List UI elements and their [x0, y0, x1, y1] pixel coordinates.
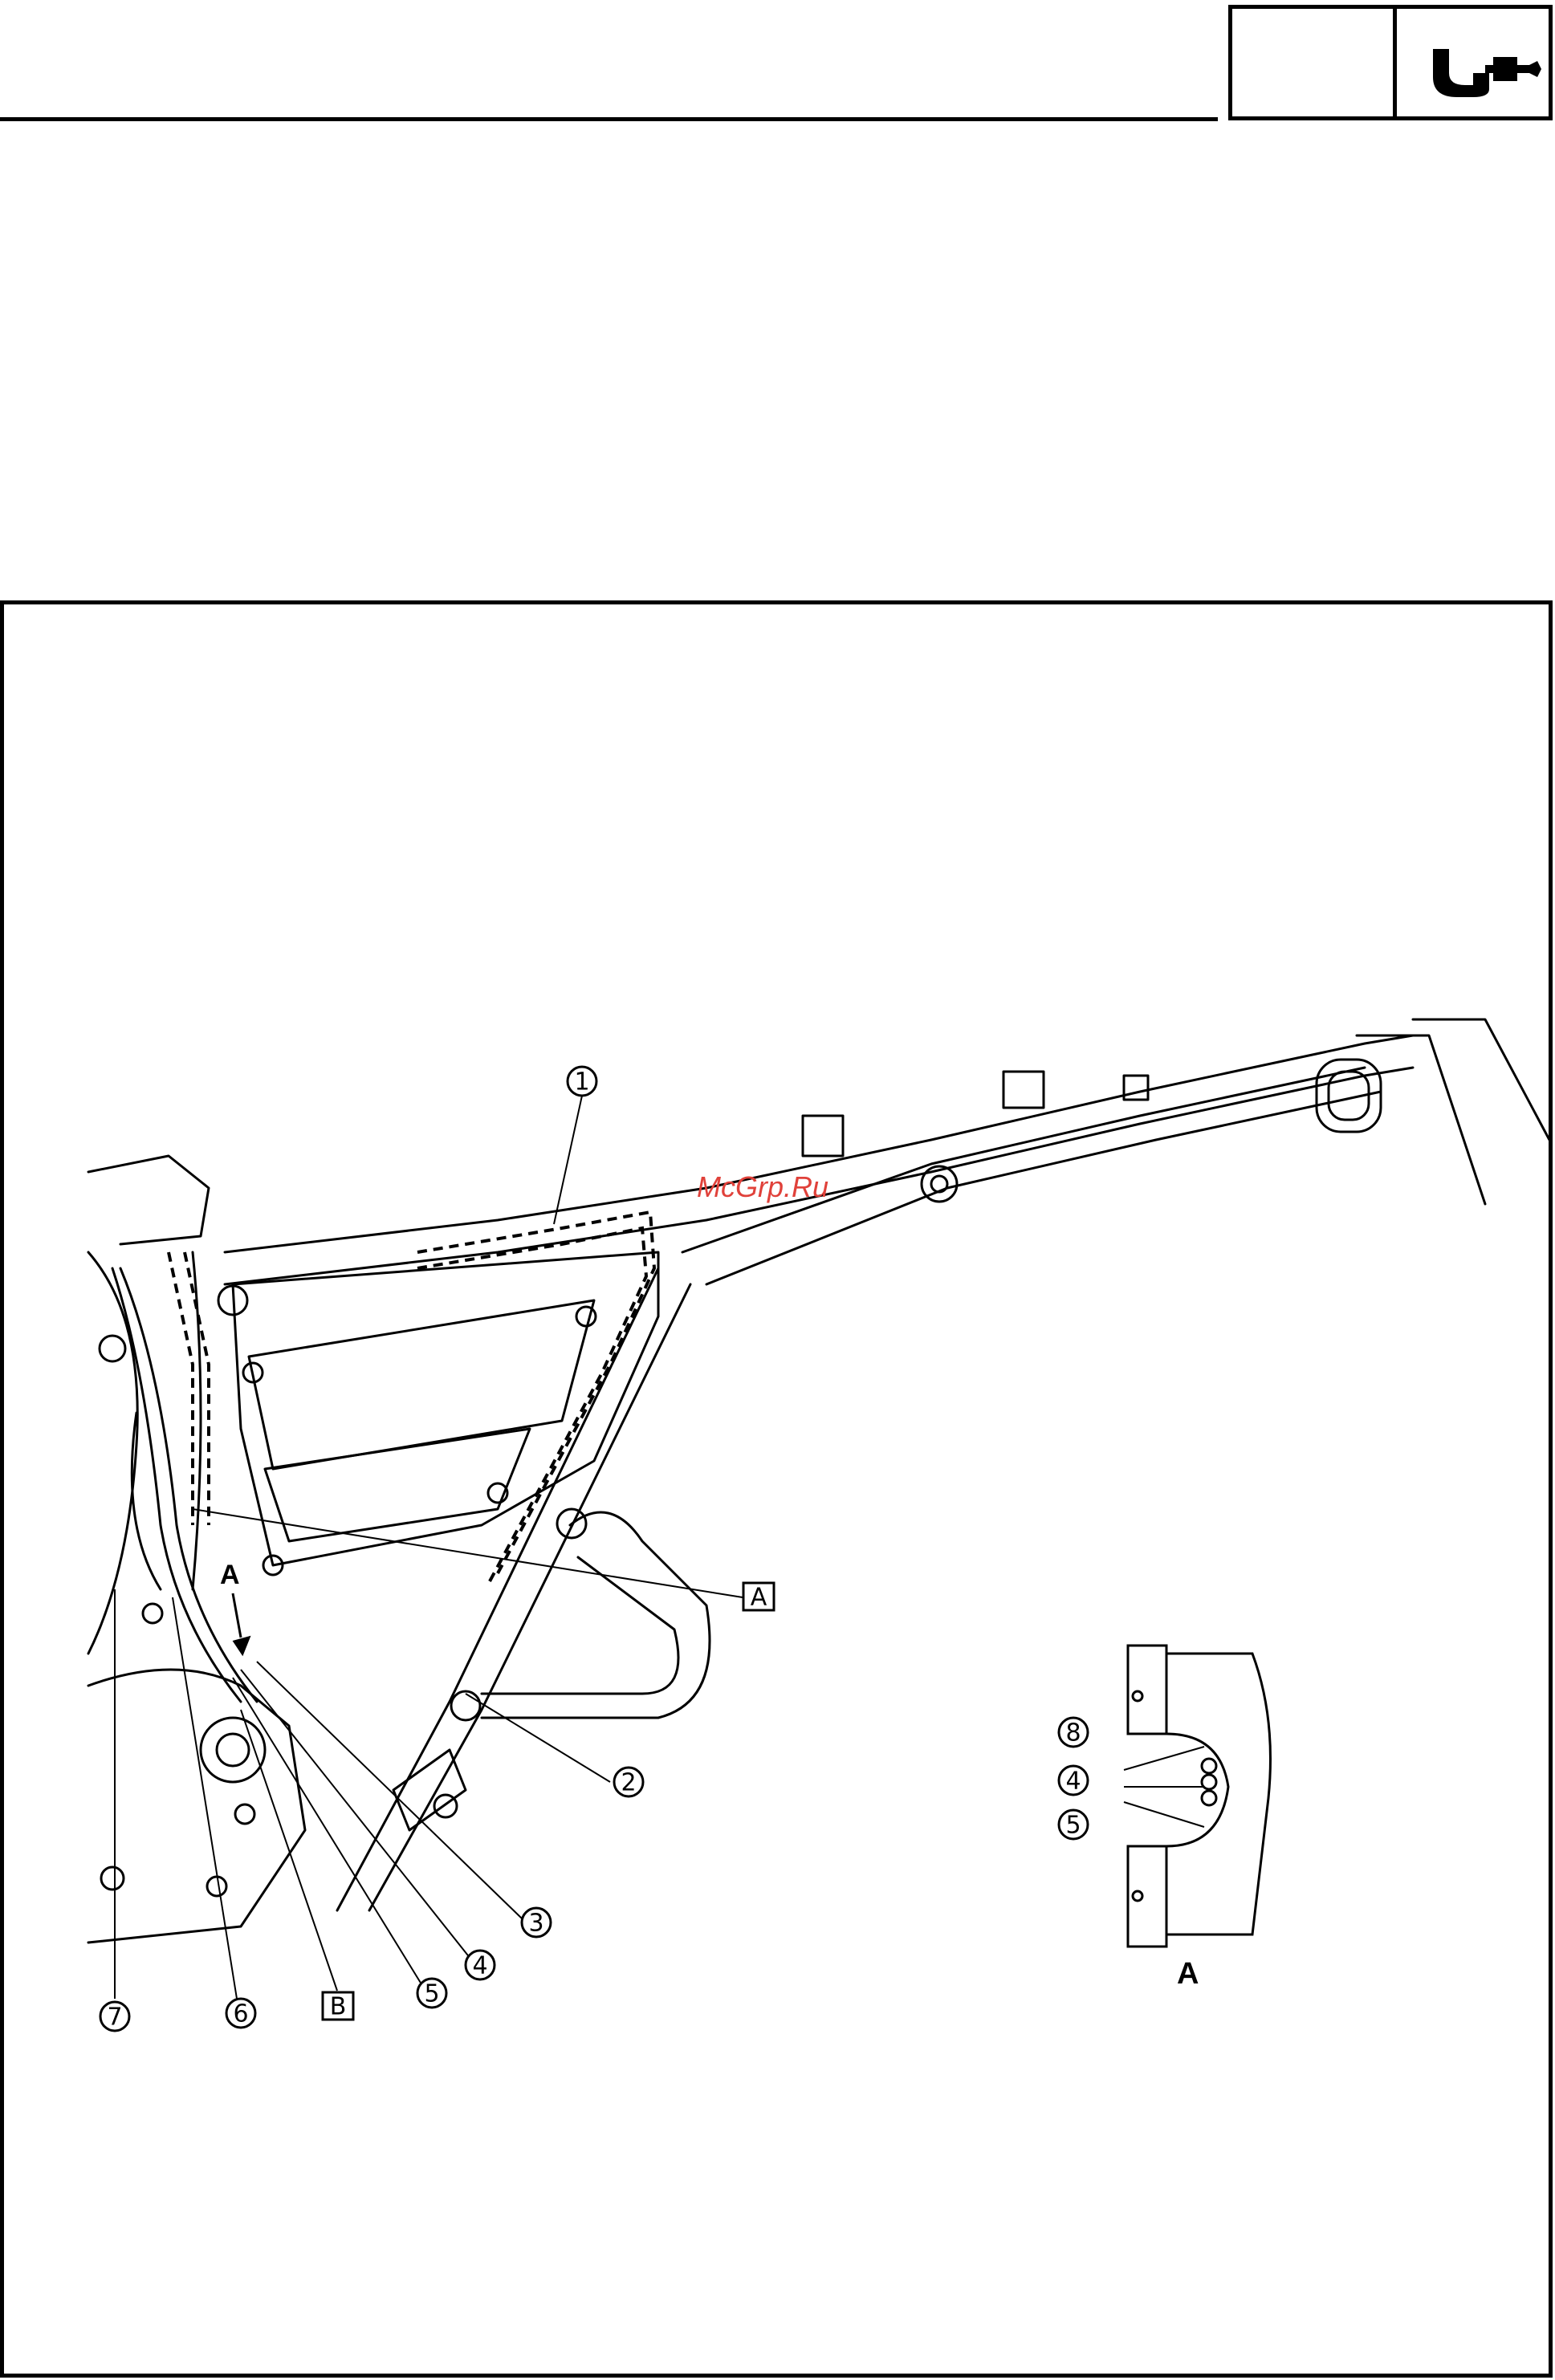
boxed-label-a: A — [751, 1584, 767, 1612]
detail-wire-8 — [1202, 1759, 1216, 1773]
down-tube-left — [337, 1268, 658, 1910]
relay-bolt — [434, 1795, 457, 1817]
bolt-7 — [100, 1336, 125, 1361]
mount-tab-1 — [803, 1116, 843, 1156]
callout-2: 2 — [621, 1769, 636, 1797]
frame-upper-rail — [225, 1035, 1413, 1252]
leader-boxed-a — [193, 1509, 743, 1597]
detail-bracket — [1166, 1654, 1271, 1935]
detail-bolt-bottom — [1133, 1891, 1142, 1901]
callout-3: 3 — [528, 1910, 543, 1938]
detail-callout-8: 8 — [1065, 1719, 1081, 1747]
mount-tab-3 — [1124, 1076, 1148, 1100]
bolt-3 — [451, 1691, 480, 1720]
detail-caption: A — [1177, 1957, 1199, 1991]
bolt-6 — [101, 1867, 124, 1890]
callout-4: 4 — [472, 1952, 487, 1980]
leader-1 — [554, 1096, 582, 1224]
view-arrow-head — [234, 1638, 249, 1654]
watermark: McGrp.Ru — [697, 1170, 828, 1204]
detail-callout-5: 5 — [1065, 1812, 1081, 1840]
routed-cable-1 — [417, 1212, 654, 1573]
muffler-bracket — [482, 1512, 710, 1718]
callout-7: 7 — [107, 2004, 122, 2032]
view-arrow-label: A — [220, 1560, 240, 1591]
detail-wire-5 — [1202, 1791, 1216, 1805]
rear-frame-end — [1357, 1035, 1485, 1204]
detail-bolt-top — [1133, 1691, 1142, 1701]
leader-5 — [233, 1678, 425, 1991]
bolt-4 — [235, 1804, 254, 1824]
detail-callout-4: 4 — [1065, 1768, 1081, 1796]
leader-detail-8 — [1124, 1747, 1204, 1770]
engine-case-edge — [88, 1252, 137, 1654]
callout-1: 1 — [574, 1068, 589, 1096]
boxed-label-b: B — [330, 1993, 347, 2021]
leader-boxed-b — [241, 1710, 337, 1991]
detail-clamp-top — [1128, 1646, 1166, 1734]
pivot-bolt-rear — [922, 1166, 957, 1202]
muffler-bracket-inner — [482, 1557, 678, 1694]
screw-2 — [576, 1307, 596, 1326]
engine-top — [88, 1156, 209, 1244]
relay-unit — [393, 1750, 466, 1830]
pivot-bolt-rear-inner — [931, 1176, 947, 1192]
bolt-8 — [143, 1604, 162, 1623]
detail-wire-4 — [1202, 1775, 1216, 1789]
callout-5: 5 — [424, 1980, 439, 2008]
mount-tab-2 — [1003, 1072, 1044, 1108]
callout-6: 6 — [233, 2000, 248, 2028]
rear-subframe — [682, 1068, 1365, 1252]
view-arrow-shaft — [233, 1593, 241, 1638]
bolt-5 — [207, 1877, 226, 1896]
swingarm-pivot-inner — [217, 1734, 249, 1766]
leader-2 — [466, 1694, 610, 1782]
detail-cutout — [1166, 1734, 1228, 1846]
rear-frame-end-2 — [1413, 1019, 1549, 1140]
leader-detail-5 — [1124, 1802, 1204, 1827]
air-box-panel — [249, 1300, 594, 1469]
leader-3 — [257, 1662, 522, 1918]
air-box-lower — [265, 1429, 530, 1541]
